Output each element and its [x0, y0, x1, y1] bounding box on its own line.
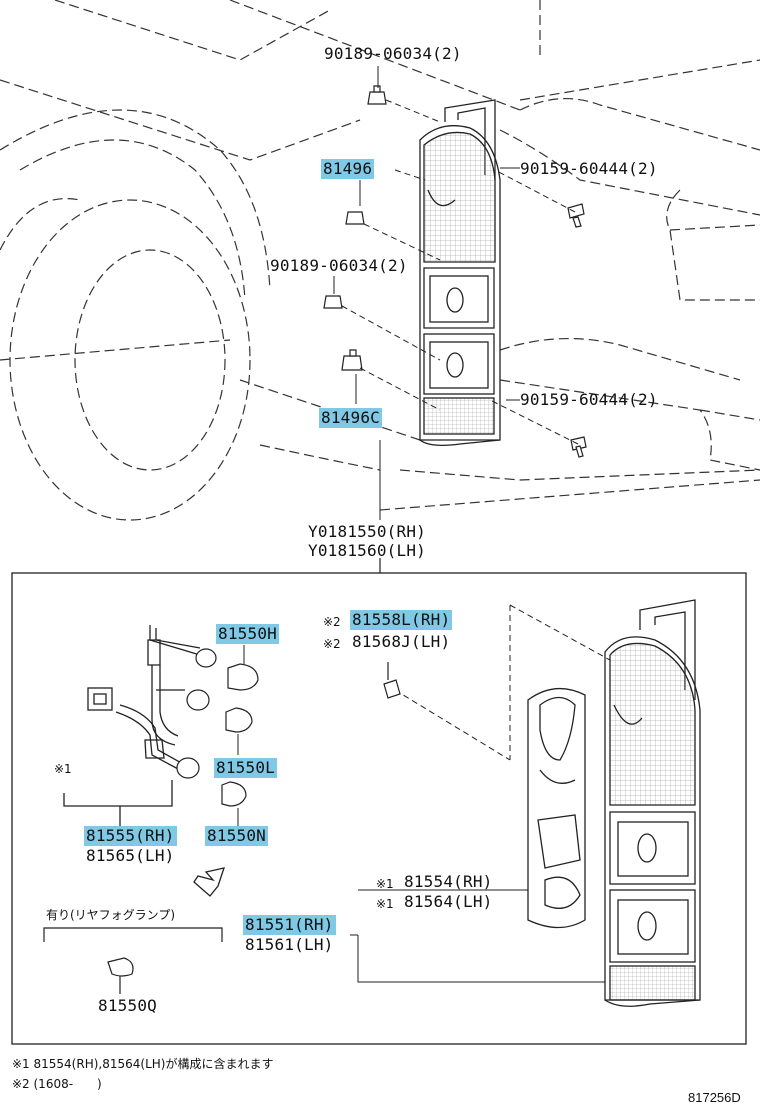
label-bulb-n[interactable]: 81550N — [205, 826, 268, 846]
lamp-gasket — [527, 688, 586, 929]
label-assy-rh[interactable]: Y0181550(RH) — [308, 522, 426, 541]
label-gasket-rh[interactable]: 81558L(RH) — [350, 610, 453, 630]
label-lens-lh[interactable]: 81561(LH) — [245, 935, 334, 954]
label-gasket-lh[interactable]: 81568J(LH) — [352, 632, 451, 651]
rear-wheel-outline — [0, 109, 271, 521]
fog-lamp-option-title: 有り(リヤフォグランプ) — [46, 908, 176, 922]
label-packing-rh[interactable]: 81554(RH) — [404, 872, 493, 891]
assembly-dash-lines-upper — [341, 99, 579, 445]
label-bolt-top[interactable]: 90159-60444(2) — [520, 159, 658, 178]
clip-fastener-lower — [383, 662, 401, 699]
fastener-clips — [323, 85, 587, 458]
fog-lamp-option — [43, 927, 223, 994]
label-bulb-h[interactable]: 81550H — [216, 624, 279, 644]
label-clip-81496[interactable]: 81496 — [321, 159, 375, 179]
part-leaders-right — [350, 889, 605, 983]
label-bulb-q[interactable]: 81550Q — [98, 996, 157, 1015]
label-socket-lh[interactable]: 81565(LH) — [86, 846, 175, 865]
lower-taillamp-lens — [604, 599, 701, 1007]
assembly-dash-lines-lower — [394, 604, 611, 761]
leader-lines-upper — [333, 66, 520, 520]
socket-mark: ※1 — [54, 762, 72, 776]
label-screw-top[interactable]: 90189-06034(2) — [324, 44, 462, 63]
bulbs — [221, 663, 259, 807]
packing-mark-rh: ※1 — [376, 877, 394, 891]
bulb-sockets — [176, 648, 217, 779]
label-screw-mid[interactable]: 90189-06034(2) — [270, 256, 408, 275]
label-lens-rh[interactable]: 81551(RH) — [243, 915, 336, 935]
wiring-harness — [63, 625, 201, 826]
gasket-mark-lh: ※2 — [323, 637, 341, 651]
gasket-mark-rh: ※2 — [323, 615, 341, 629]
label-clip-81496c[interactable]: 81496C — [319, 408, 382, 428]
footnote-2: ※2 (1608- ) — [12, 1077, 102, 1091]
view-direction-arrow — [193, 867, 225, 897]
vehicle-body-outline — [0, 0, 760, 511]
label-assy-lh[interactable]: Y0181560(LH) — [308, 541, 426, 560]
upper-taillamp-assembly — [419, 99, 501, 446]
label-packing-lh[interactable]: 81564(LH) — [404, 892, 493, 911]
diagram-code: 817256D — [688, 1090, 741, 1105]
packing-mark-lh: ※1 — [376, 897, 394, 911]
label-socket-rh[interactable]: 81555(RH) — [84, 826, 177, 846]
footnote-1: ※1 81554(RH),81564(LH)が構成に含まれます — [12, 1057, 274, 1071]
detail-frame — [11, 572, 747, 1045]
bulb-leaders — [237, 645, 245, 826]
label-bolt-bottom[interactable]: 90159-60444(2) — [520, 390, 658, 409]
label-bulb-l[interactable]: 81550L — [214, 758, 277, 778]
